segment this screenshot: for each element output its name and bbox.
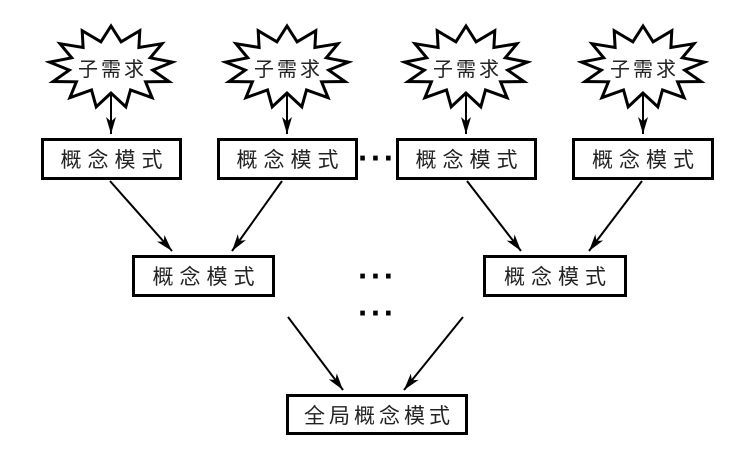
arrow-box3-to-midright <box>466 180 522 252</box>
concept-schema-label: 概念模式 <box>152 265 261 289</box>
subrequirement-label: 子需求 <box>78 56 147 81</box>
burst-shape <box>400 23 532 110</box>
ellipsis-top-row: ··· <box>357 144 397 174</box>
burst-shape <box>221 23 353 110</box>
concept-schema-label: 概念模式 <box>415 148 524 172</box>
global-concept-schema-label: 全局概念模式 <box>304 403 454 428</box>
concept-schema-label: 概念模式 <box>592 148 700 172</box>
arrow-midright-to-global <box>403 316 464 391</box>
global-concept-schema-box: 全局概念模式 <box>286 394 468 435</box>
subrequirement-label: 子需求 <box>433 56 502 81</box>
concept-schema-label: 概念模式 <box>60 148 169 172</box>
subrequirement-label: 子需求 <box>610 56 679 81</box>
concept-schema-box-mid-left: 概念模式 <box>132 255 275 297</box>
arrow-box2-to-midleft <box>231 180 283 252</box>
subrequirement-burst-4: 子需求 <box>577 21 709 113</box>
concept-schema-box-2: 概念模式 <box>217 138 358 180</box>
concept-schema-box-4: 概念模式 <box>572 138 714 180</box>
ellipsis-mid-row-upper: ··· <box>357 262 397 292</box>
concept-schema-box-1: 概念模式 <box>41 138 182 180</box>
concept-schema-label: 概念模式 <box>236 148 345 172</box>
concept-schema-box-3: 概念模式 <box>396 138 537 180</box>
arrow-midleft-to-global <box>287 316 344 391</box>
subrequirement-burst-3: 子需求 <box>400 21 532 113</box>
ellipsis-mid-row-lower: ··· <box>357 299 397 329</box>
arrow-box1-to-midleft <box>109 180 173 252</box>
burst-shape <box>45 23 177 110</box>
subrequirement-burst-2: 子需求 <box>221 21 353 113</box>
subrequirement-burst-1: 子需求 <box>45 21 177 113</box>
concept-schema-label: 概念模式 <box>504 265 612 289</box>
burst-shape <box>577 23 709 110</box>
arrow-box4-to-midright <box>588 180 643 252</box>
subrequirement-label: 子需求 <box>254 56 323 81</box>
concept-schema-box-mid-right: 概念模式 <box>483 255 627 297</box>
